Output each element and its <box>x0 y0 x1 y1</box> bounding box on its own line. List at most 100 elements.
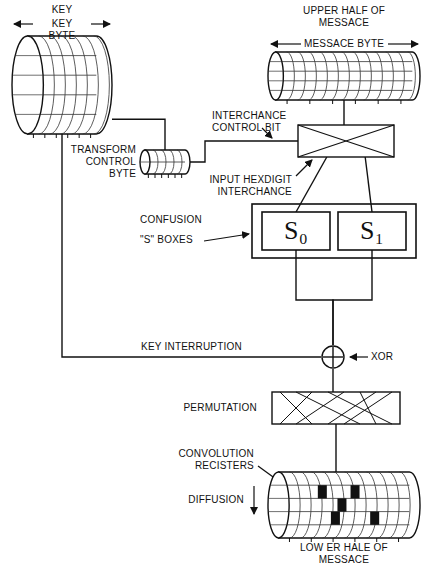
bit-terminal <box>287 100 288 104</box>
bit-ring <box>331 52 339 100</box>
bit-row <box>140 162 150 163</box>
bit-ring <box>290 472 301 538</box>
xor-gate: XOR <box>321 345 345 369</box>
s-box-label: S₀ <box>262 212 330 250</box>
transform-control-byte: TRANSFORM CONTROL BYTE <box>140 150 190 174</box>
bit-ring <box>287 52 295 100</box>
bit-terminal <box>289 538 290 542</box>
bit-ring <box>83 36 99 134</box>
bit-terminal <box>79 134 80 138</box>
bit-row <box>270 524 287 525</box>
register-face <box>12 36 43 134</box>
bit-row <box>145 162 185 163</box>
bit-terminal <box>398 538 399 542</box>
bit-terminal <box>56 134 57 138</box>
bit-terminal <box>311 538 312 542</box>
bit-row <box>12 75 43 76</box>
connector <box>335 424 336 472</box>
bit-terminal <box>333 538 334 542</box>
bit-terminal <box>44 134 45 138</box>
bit-ring <box>356 472 367 538</box>
diffusion-arrow <box>253 486 254 514</box>
annotation-label: "S" BOXES <box>140 234 202 246</box>
s-box: S₁ <box>338 212 406 250</box>
annotation-label: CONFUSION <box>140 214 240 226</box>
bit-terminal <box>161 174 162 178</box>
interchange-line <box>298 125 394 157</box>
bit-row <box>15 114 40 115</box>
permutation-wire <box>280 392 312 424</box>
node-outline <box>321 345 345 369</box>
bit-row <box>276 61 413 62</box>
node-outline <box>298 125 394 157</box>
bit-row <box>276 71 413 72</box>
node-outline <box>12 36 112 134</box>
register-body <box>276 52 420 100</box>
bit-terminal <box>148 174 149 178</box>
bit-ring <box>386 52 394 100</box>
node-label: UPPER HALF OF MESSACE <box>299 5 389 29</box>
connector <box>296 157 327 212</box>
register-face <box>140 150 150 174</box>
bit-terminal <box>378 100 379 104</box>
bit-row <box>270 61 282 62</box>
bit-ring <box>323 472 334 538</box>
bit-row <box>268 71 283 72</box>
node-label: TRANSFORM CONTROL BYTE <box>64 144 136 180</box>
bit-terminal <box>309 100 310 104</box>
connector <box>332 369 333 392</box>
bit-terminal <box>355 100 356 104</box>
bit-row <box>268 511 289 512</box>
bit-ring <box>312 472 323 538</box>
interchange-outline <box>298 125 394 157</box>
s-box-frame <box>252 204 416 258</box>
active-bit <box>318 485 327 498</box>
node-label: LOW ER HALE OF MESSACE <box>299 542 389 566</box>
active-bit <box>351 485 360 498</box>
bit-ring <box>364 52 372 100</box>
interchange-box: INPUT HEXDIGIT INTERCHANCE <box>298 125 394 157</box>
bit-ring <box>309 52 317 100</box>
node-label: INPUT HEXDIGIT INTERCHANCE <box>168 174 292 198</box>
width-arrow <box>388 43 418 44</box>
bit-ring <box>94 36 110 134</box>
node-outline <box>272 392 400 424</box>
width-arrow <box>271 43 301 44</box>
bit-row <box>268 498 289 499</box>
permutation-outline <box>272 392 400 424</box>
active-bit <box>370 512 379 525</box>
s-box-outline <box>338 212 406 250</box>
xor-circle <box>322 346 344 368</box>
bit-terminal <box>67 134 68 138</box>
connector <box>365 157 372 212</box>
key-register: KEYKEY BYTE <box>12 36 112 134</box>
bit-ring <box>389 472 400 538</box>
bit-terminal <box>175 174 176 178</box>
node-outline <box>268 472 420 538</box>
bit-ring <box>367 472 378 538</box>
connector <box>296 250 333 345</box>
message-register: UPPER HALF OF MESSACEMESSACE BYTE <box>268 52 420 100</box>
bit-ring <box>408 52 416 100</box>
bit-ring <box>400 472 411 538</box>
register-face <box>268 472 289 538</box>
bit-row <box>279 524 410 525</box>
width-arrow <box>91 23 110 24</box>
leader-arrow <box>204 234 249 241</box>
bit-terminal <box>376 538 377 542</box>
register-face <box>268 52 283 100</box>
bit-ring <box>72 36 88 134</box>
bit-terminal <box>332 100 333 104</box>
bit-terminal <box>181 174 182 178</box>
connector <box>343 100 344 125</box>
connector <box>190 141 298 162</box>
connector <box>333 250 372 345</box>
bit-row <box>12 94 43 95</box>
bit-row <box>279 485 410 486</box>
bit-ring <box>50 36 66 134</box>
node-label: MESSACE BYTE <box>296 38 392 50</box>
permutation-wire <box>344 392 392 424</box>
permutation-box: PERMUTATION <box>272 392 400 424</box>
bit-ring <box>342 52 350 100</box>
